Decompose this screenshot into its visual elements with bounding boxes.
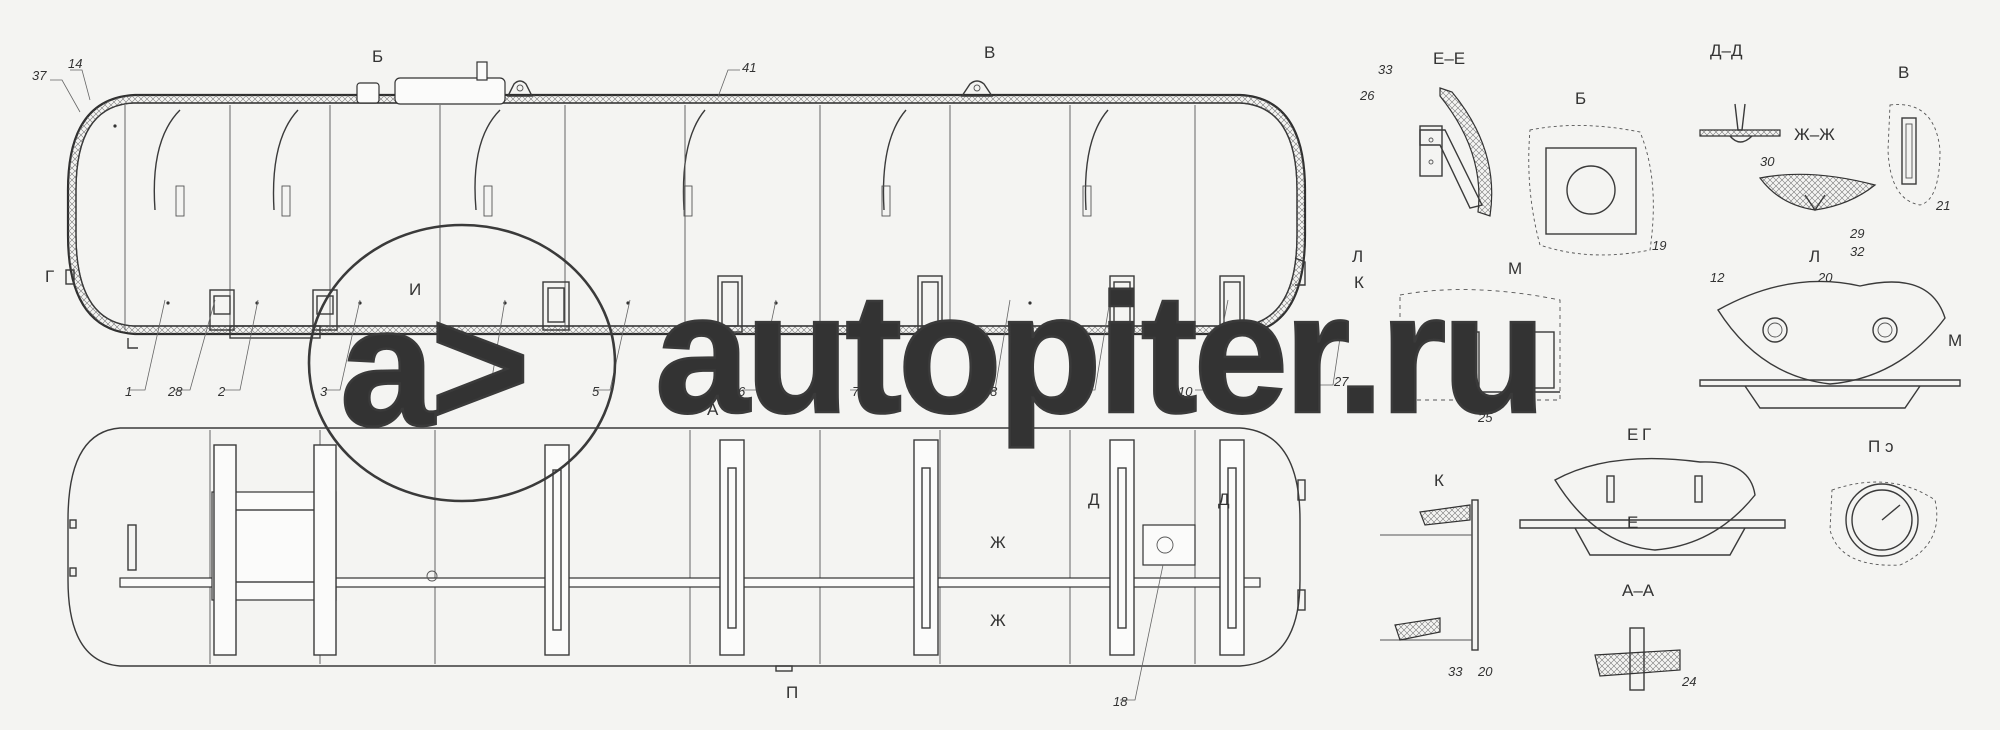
section-zh-upper: Ж [990, 533, 1006, 552]
section-zh-lower: Ж [990, 611, 1006, 630]
callout-33-top: 33 [1378, 62, 1393, 77]
callout-10: 10 [1178, 384, 1193, 399]
detail-views [1380, 87, 1961, 691]
view-v-title: В [1898, 63, 1909, 82]
section-i-bottom: И [401, 355, 413, 374]
callout-19: 19 [1652, 238, 1666, 253]
section-a-bottom: А [707, 400, 719, 419]
section-v-arrow: В [984, 43, 995, 62]
callout-9: 9 [1066, 384, 1073, 399]
view-m-title: М [1508, 259, 1522, 278]
view-e-lower: Е [1627, 513, 1638, 532]
section-labels: Б В Г И И А А П Ж Ж Д Д Л К Е–Е Б Д–Д В … [45, 41, 1962, 702]
callout-28: 28 [167, 384, 183, 399]
view-dd-title: Д–Д [1710, 41, 1743, 60]
section-l-right: Л [1352, 247, 1363, 266]
callout-41: 41 [742, 60, 756, 75]
callout-29: 29 [1849, 226, 1864, 241]
section-b-arrow: Б [372, 47, 383, 66]
callout-12: 12 [1710, 270, 1725, 285]
callout-25: 25 [1477, 410, 1493, 425]
callout-2: 2 [217, 384, 226, 399]
view-b-title: Б [1575, 89, 1586, 108]
callout-numbers: 37 14 41 1 28 2 3 4 5 6 7 8 9 10 27 18 3… [32, 56, 1950, 709]
view-zhzh-title: Ж–Ж [1794, 125, 1835, 144]
section-i-top: И [409, 280, 421, 299]
section-d-right: Д [1218, 490, 1230, 509]
view-g-upper: Г [1642, 425, 1651, 444]
view-m-arrow: М [1948, 331, 1962, 350]
watermark-logo-ring [307, 223, 617, 503]
callout-30: 30 [1760, 154, 1775, 169]
section-g-left: Г [45, 267, 54, 286]
callout-3: 3 [320, 384, 328, 399]
autopiter-watermark: a> autopiter.ru [307, 223, 1547, 503]
callout-26: 26 [1359, 88, 1375, 103]
callout-21: 21 [1935, 198, 1950, 213]
callout-7: 7 [852, 384, 860, 399]
view-l-title: Л [1809, 247, 1820, 266]
view-e-upper: Е [1627, 425, 1638, 444]
callout-4: 4 [472, 384, 479, 399]
section-k-right: К [1354, 273, 1364, 292]
view-aa-title: А–А [1622, 581, 1655, 600]
section-d-left: Д [1088, 490, 1100, 509]
section-p-arrow: П [786, 683, 798, 702]
view-k-title: К [1434, 471, 1444, 490]
view-ee-title: Е–Е [1433, 49, 1465, 68]
callout-5: 5 [592, 384, 600, 399]
watermark-logo-text: a> [340, 272, 526, 462]
callout-20-top: 20 [1817, 270, 1833, 285]
view-pyu-title: П ↄ [1868, 437, 1893, 456]
tank-side-view [65, 61, 1307, 349]
callout-1: 1 [125, 384, 132, 399]
callout-8: 8 [990, 384, 998, 399]
callout-33-bottom: 33 [1448, 664, 1463, 679]
callout-14: 14 [68, 56, 82, 71]
section-a-small: А [822, 347, 834, 366]
callout-24: 24 [1681, 674, 1696, 689]
callout-6: 6 [738, 384, 746, 399]
watermark-site-text: autopiter.ru [655, 259, 1542, 449]
tank-plan-view [67, 427, 1306, 672]
callout-37: 37 [32, 68, 47, 83]
callout-27: 27 [1333, 374, 1349, 389]
callout-20-bottom: 20 [1477, 664, 1493, 679]
callout-18: 18 [1113, 694, 1128, 709]
callout-32: 32 [1850, 244, 1865, 259]
